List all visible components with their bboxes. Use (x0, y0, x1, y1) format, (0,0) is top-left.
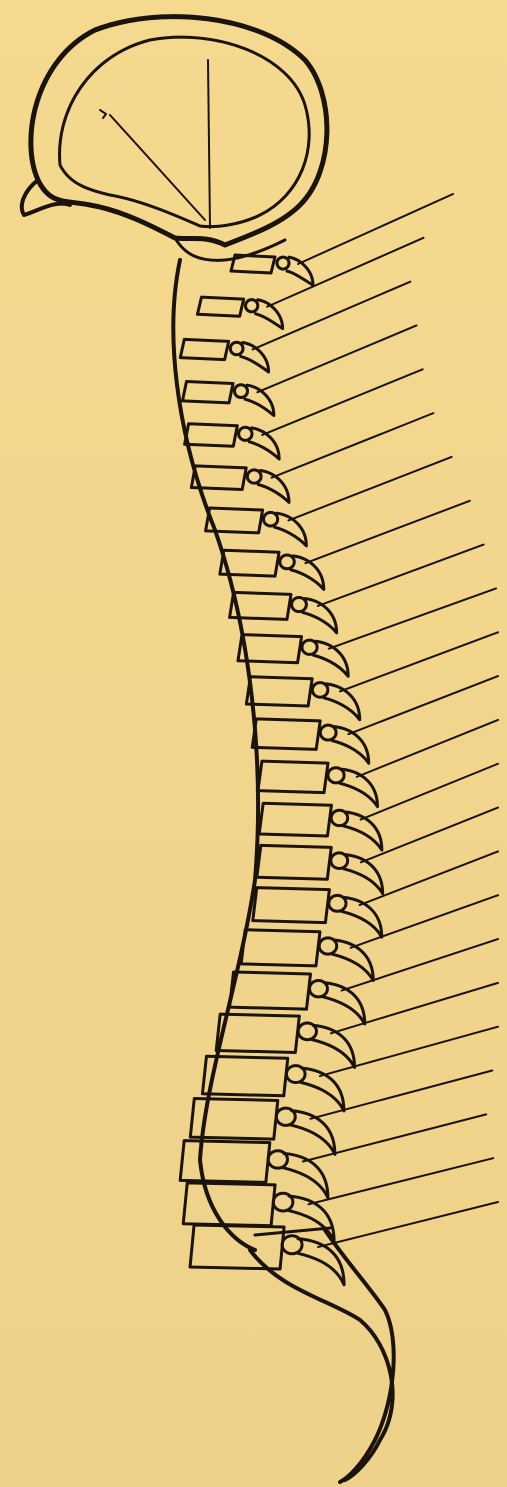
column-front-edge (173, 260, 258, 1250)
vertebra (259, 803, 382, 850)
vertebra (182, 382, 273, 416)
leader-line (348, 676, 498, 734)
leader-line (357, 720, 498, 777)
vertebra (230, 592, 337, 632)
vertebra (180, 339, 268, 372)
vertebra (190, 1098, 335, 1154)
leader-line (318, 545, 484, 606)
leader-line (361, 808, 498, 863)
leader-line (288, 457, 451, 520)
leader-line (331, 983, 498, 1033)
leader-line (318, 1202, 498, 1247)
vertebra (231, 255, 313, 285)
leader-line (351, 895, 498, 948)
vertebra (185, 424, 280, 459)
vertebra (246, 677, 359, 720)
leader-line (342, 939, 498, 991)
leader-line (320, 1027, 498, 1076)
vertebra (191, 466, 289, 503)
leader-line (309, 1158, 494, 1204)
leader-line (298, 194, 453, 264)
leader-line (361, 764, 498, 820)
leader-line (272, 413, 434, 478)
vertebra (206, 508, 307, 546)
leader-line (340, 632, 498, 691)
vertebra (238, 635, 348, 677)
leader-line (310, 1071, 492, 1119)
leader-line (303, 1114, 486, 1161)
vertebra (197, 297, 282, 328)
vertebra (258, 761, 378, 807)
vertebra (257, 845, 383, 893)
vertebra (202, 1056, 343, 1111)
vertebra (252, 719, 368, 763)
leader-line (305, 501, 469, 563)
skull-outline (22, 17, 327, 261)
leader-line (329, 588, 496, 648)
leader-line (253, 282, 411, 350)
vertebral-column (173, 255, 382, 1285)
vertebra (220, 550, 324, 589)
sacrum-coccyx (250, 1228, 394, 1482)
